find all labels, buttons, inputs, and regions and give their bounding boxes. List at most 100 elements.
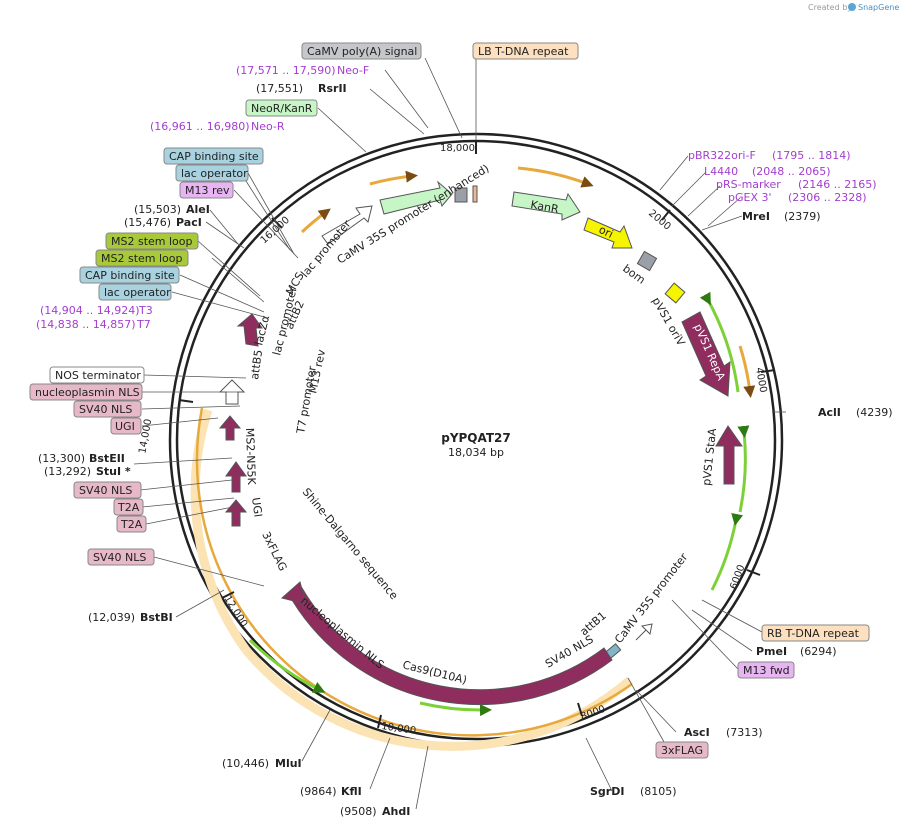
kfli-label[interactable]: KflI bbox=[341, 785, 362, 798]
flag3x-box[interactable] bbox=[655, 741, 709, 759]
pmei-label[interactable]: PmeI bbox=[756, 645, 787, 658]
sv40-nls-box-label-1: SV40 NLS bbox=[79, 403, 132, 416]
cap-binding-box-2[interactable] bbox=[79, 266, 180, 284]
sv40-nls-box-label-3: SV40 NLS bbox=[93, 551, 146, 564]
lb-repeat-label: LB T-DNA repeat bbox=[478, 45, 569, 58]
camv35s-bottom-feature[interactable] bbox=[635, 623, 653, 641]
pbr-label[interactable]: pBR322ori-F bbox=[688, 149, 756, 162]
t2a-label-1: T2A bbox=[117, 501, 140, 514]
neor-kanr-box[interactable] bbox=[245, 99, 318, 117]
ugi-label: UGI bbox=[249, 497, 265, 518]
snapgene-credit[interactable]: Created by SnapGene bbox=[808, 3, 899, 12]
nucleoplasmin-nls-box[interactable] bbox=[29, 383, 143, 401]
ms2-stem-loop-label-1: MS2 stem loop bbox=[111, 235, 193, 248]
asci-label[interactable]: AscI bbox=[684, 726, 710, 739]
sgrdi-label[interactable]: SgrDI bbox=[590, 785, 624, 798]
pgex-label[interactable]: pGEX 3' bbox=[728, 191, 772, 204]
m13-fwd-label: M13 fwd bbox=[743, 664, 790, 677]
neor-kanr-label: NeoR/KanR bbox=[251, 102, 313, 115]
camv-polya-box[interactable] bbox=[301, 42, 422, 60]
t2a-box-2[interactable] bbox=[116, 515, 147, 533]
t7-label[interactable]: T7 bbox=[136, 318, 151, 331]
lb-repeat-box[interactable] bbox=[472, 42, 579, 60]
credit-text: Created by bbox=[808, 3, 852, 12]
ugi-arrow[interactable] bbox=[224, 499, 248, 527]
lac-promoter-top-feature[interactable] bbox=[321, 205, 373, 245]
mrei-pos: (2379) bbox=[784, 210, 821, 223]
attb1-label: attB1 bbox=[578, 609, 609, 638]
pvs1-oriv-feature[interactable] bbox=[664, 282, 686, 304]
prs-label[interactable]: pRS-marker bbox=[716, 178, 781, 191]
kanr-label: KanR bbox=[529, 198, 560, 216]
m13-rev-box[interactable] bbox=[179, 181, 234, 199]
ugi-box[interactable] bbox=[110, 417, 142, 435]
orf-arc-top-2 bbox=[517, 166, 594, 188]
asci-pos: (7313) bbox=[726, 726, 763, 739]
tick-label: 18,000 bbox=[440, 143, 475, 154]
right-labels: LB T-DNA repeat pBR322ori-F (1795 .. 181… bbox=[472, 42, 893, 798]
misc-grey-box-1[interactable] bbox=[454, 187, 468, 203]
rsrii-label[interactable]: RsrII bbox=[318, 82, 347, 95]
neo-f-label[interactable]: Neo-F bbox=[337, 64, 369, 77]
kanr-feature[interactable] bbox=[511, 191, 581, 221]
ahdi-label[interactable]: AhdI bbox=[382, 805, 410, 818]
ori-feature[interactable] bbox=[583, 217, 633, 249]
camv35s-enhanced-label: CaMV 35S promoter (enhanced) bbox=[335, 162, 492, 267]
sv40-nls-box-3[interactable] bbox=[87, 548, 155, 566]
prs-range: (2146 .. 2165) bbox=[798, 178, 877, 191]
t3-label[interactable]: T3 bbox=[138, 304, 153, 317]
neo-r-label[interactable]: Neo-R bbox=[251, 120, 285, 133]
ms2-n55k-arrow[interactable] bbox=[225, 461, 247, 493]
plasmid-name[interactable]: pYPQAT27 bbox=[441, 431, 511, 445]
tick-6000 bbox=[746, 569, 761, 576]
ahdi-pos: (9508) bbox=[340, 805, 377, 818]
tick-label: 4000 bbox=[753, 367, 768, 394]
sv40-nls-box-1[interactable] bbox=[73, 400, 142, 418]
cap-binding-label-2: CAP binding site bbox=[85, 269, 175, 282]
lac-operator-box-1[interactable] bbox=[175, 164, 249, 182]
tick-label: 10,000 bbox=[381, 721, 417, 737]
acli-pos: (4239) bbox=[856, 406, 893, 419]
ugi-arrow-2[interactable] bbox=[218, 415, 242, 441]
lacza-feature[interactable] bbox=[236, 313, 263, 347]
cap-binding-box-1[interactable] bbox=[163, 147, 264, 165]
bstbi-label[interactable]: BstBI bbox=[140, 611, 173, 624]
orf-arc-right-green-1 bbox=[699, 291, 740, 393]
ms2-stem-loop-box-1[interactable] bbox=[105, 232, 199, 250]
orf-arcs bbox=[190, 166, 756, 751]
bom-feature[interactable] bbox=[636, 250, 658, 272]
orf-arc-green-1 bbox=[248, 638, 326, 693]
ms2-stem-loop-label-2: MS2 stem loop bbox=[101, 252, 183, 265]
paci-label[interactable]: PacI bbox=[176, 216, 202, 229]
nos-terminator-box[interactable] bbox=[49, 366, 145, 384]
t7-range: (14,838 .. 14,857) bbox=[36, 318, 136, 331]
snapgene-logo-icon bbox=[848, 3, 856, 11]
tick-8000 bbox=[577, 702, 583, 717]
pmei-pos: (6294) bbox=[800, 645, 837, 658]
m13-fwd-box[interactable] bbox=[737, 661, 795, 679]
l4440-label[interactable]: L4440 bbox=[704, 165, 738, 178]
camv35s-enhanced-feature[interactable] bbox=[379, 180, 453, 215]
pvs1-staa-feature[interactable] bbox=[715, 425, 743, 485]
nucleoplasmin-nls-box-label: nucleoplasmin NLS bbox=[35, 386, 140, 399]
t2a-box-1[interactable] bbox=[113, 498, 144, 516]
ms2-stem-loop-box-2[interactable] bbox=[95, 249, 189, 267]
lac-operator-label-2: lac operator bbox=[104, 286, 171, 299]
mrei-label[interactable]: MreI bbox=[742, 210, 770, 223]
orf-arc-right-green-3 bbox=[710, 512, 744, 591]
stui-pos: (13,292) bbox=[44, 465, 91, 478]
lac-operator-box-2[interactable] bbox=[98, 283, 172, 301]
acli-label[interactable]: AclI bbox=[818, 406, 841, 419]
neo-r-range: (16,961 .. 16,980) bbox=[150, 120, 250, 133]
sv40-nls-box-2[interactable] bbox=[73, 481, 142, 499]
alei-label[interactable]: AleI bbox=[186, 203, 210, 216]
alei-pos: (15,503) bbox=[134, 203, 181, 216]
mlui-label[interactable]: MluI bbox=[275, 757, 302, 770]
bsteii-label[interactable]: BstEII bbox=[89, 452, 125, 465]
misc-lb-box[interactable] bbox=[472, 185, 478, 203]
pvs1-repa-feature[interactable] bbox=[681, 311, 731, 397]
rb-repeat-box[interactable] bbox=[761, 624, 870, 642]
stui-label[interactable]: StuI * bbox=[96, 465, 131, 478]
cas9-feature[interactable] bbox=[291, 587, 613, 706]
